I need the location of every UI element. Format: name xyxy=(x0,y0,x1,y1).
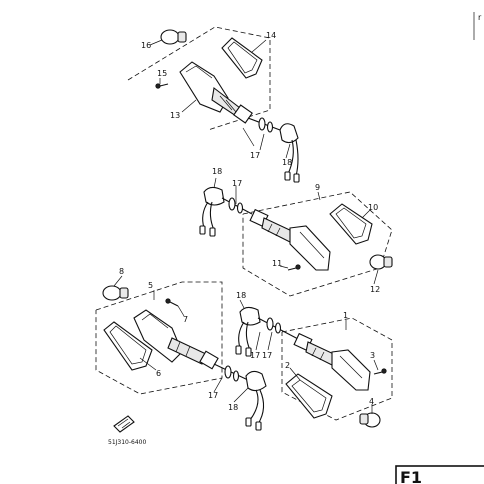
lens-icon xyxy=(285,373,333,419)
part-code: 51J310-6400 xyxy=(108,439,146,446)
callout-18a: 18 xyxy=(282,158,292,167)
turn-signal-assembly-lower-left xyxy=(95,281,267,431)
grommet-icon xyxy=(279,123,300,183)
callout-18c: 18 xyxy=(228,403,238,412)
callout-9: 9 xyxy=(315,183,320,192)
screw-icon xyxy=(165,298,179,307)
callout-labels: 16 14 15 13 17 18 18 17 9 10 11 12 8 5 7… xyxy=(119,31,380,412)
callout-18b: 18 xyxy=(212,167,222,176)
callout-18d: 18 xyxy=(236,291,246,300)
grommet-icon xyxy=(199,186,225,237)
grommet-icon xyxy=(245,370,267,431)
callout-17a: 17 xyxy=(250,151,260,160)
assembly-boundary-middle xyxy=(242,191,393,297)
bulb-icon xyxy=(359,412,381,428)
plate-label: F1 xyxy=(395,465,484,484)
callout-17d: 17 xyxy=(250,351,260,360)
orientation-icon xyxy=(113,415,135,433)
screw-icon xyxy=(287,264,301,271)
bulb-icon xyxy=(102,285,129,301)
turn-signal-assembly-middle xyxy=(199,186,393,297)
signal-housing-icon xyxy=(249,208,331,271)
bulb-icon xyxy=(369,254,393,270)
callout-6: 6 xyxy=(156,369,161,378)
screw-icon xyxy=(373,368,387,375)
signal-housing-icon xyxy=(179,61,281,133)
callout-17c: 17 xyxy=(208,391,218,400)
callout-3: 3 xyxy=(370,351,375,360)
callout-5: 5 xyxy=(148,281,153,290)
plate-label-text: F1 xyxy=(400,468,422,484)
signal-housing-icon xyxy=(133,309,249,382)
callout-4: 4 xyxy=(369,397,374,406)
callout-11: 11 xyxy=(272,259,282,268)
callout-2: 2 xyxy=(285,361,290,370)
callout-14: 14 xyxy=(266,31,276,40)
leader-lines xyxy=(113,39,379,414)
corner-mark: r xyxy=(478,13,482,22)
grommet-icon xyxy=(235,306,261,357)
assembly-boundary-lower-right xyxy=(281,317,393,421)
callout-16: 16 xyxy=(141,41,151,50)
callout-10: 10 xyxy=(368,203,378,212)
lens-icon xyxy=(329,203,373,245)
signal-housing-icon xyxy=(293,332,371,391)
lens-icon xyxy=(221,37,263,79)
callout-13: 13 xyxy=(170,111,180,120)
callout-17e: 17 xyxy=(262,351,272,360)
callout-17b: 17 xyxy=(232,179,242,188)
callout-12: 12 xyxy=(370,285,380,294)
turn-signal-assembly-lower-right xyxy=(235,306,393,428)
bulb-icon xyxy=(160,29,187,45)
callout-7: 7 xyxy=(183,315,188,324)
callout-8: 8 xyxy=(119,267,124,276)
callout-1: 1 xyxy=(343,311,348,320)
turn-signal-assembly-top xyxy=(127,26,300,183)
screw-icon xyxy=(155,83,169,89)
callout-15: 15 xyxy=(157,69,167,78)
